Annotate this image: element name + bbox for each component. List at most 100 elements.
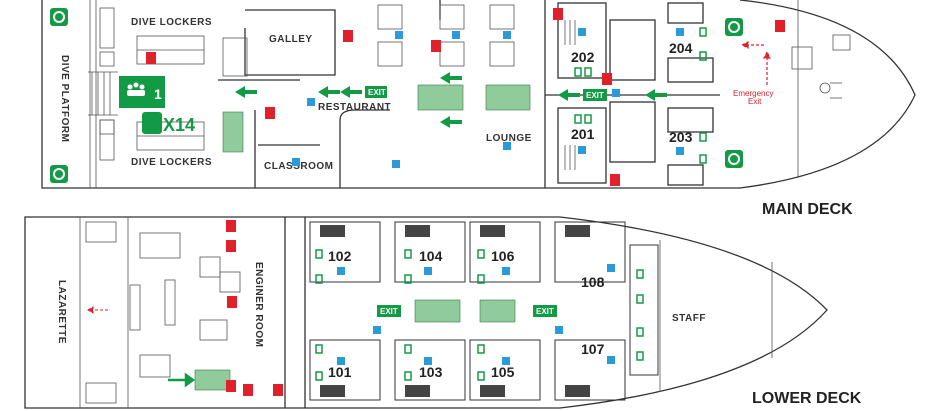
cabin-104: 104 — [419, 248, 443, 264]
cabin-105: 105 — [491, 364, 515, 380]
stairs-restaurant — [417, 84, 464, 111]
lower-deck-title: LOWER DECK — [752, 390, 862, 407]
emergency-exit-label-2: Exit — [748, 97, 762, 106]
info-icon — [676, 28, 684, 36]
stairs-lower-aft — [414, 299, 461, 323]
life-jacket-icon — [699, 132, 707, 142]
emergency-exit-arrow-icon — [740, 41, 771, 85]
info-icon — [607, 264, 615, 272]
classroom-label: CLASSROOM — [264, 161, 334, 172]
lower-deck-hull — [24, 216, 828, 409]
stairs-dive — [222, 111, 244, 153]
life-ring-icon-ring — [53, 168, 65, 180]
life-jacket-icon — [315, 274, 323, 284]
cabin-outline — [394, 221, 466, 283]
cabin-202-room — [557, 2, 607, 79]
life-jacket-icon — [315, 344, 323, 354]
fire-extinguisher-icon — [226, 380, 236, 392]
bunk-bed — [320, 385, 345, 397]
exit-arrow-icon — [645, 89, 667, 101]
staff-label: STAFF — [672, 313, 706, 324]
life-jacket-icon — [477, 274, 485, 284]
fire-extinguisher-icon — [602, 73, 612, 85]
cabin-outline — [554, 339, 626, 401]
life-jacket-icon — [574, 67, 582, 77]
fire-extinguisher-icon — [146, 52, 156, 64]
life-ring-icon — [725, 150, 743, 168]
main-deck-hull — [41, 0, 916, 189]
exit-label: EXIT — [368, 88, 386, 97]
engine-room-label: ENGINER ROOM — [253, 262, 264, 347]
cabin-101: 101 — [328, 364, 352, 380]
dive-lockers-top-label: DIVE LOCKERS — [131, 17, 212, 28]
life-jacket-icon — [315, 371, 323, 381]
cabin-201-room — [557, 107, 607, 184]
exit-arrow-icon — [168, 372, 196, 388]
exit-arrow-icon — [340, 86, 362, 98]
dining-table — [439, 4, 465, 30]
life-jacket-icon — [636, 351, 644, 361]
exit-label: EXIT — [586, 91, 604, 100]
main-deck-title: MAIN DECK — [762, 201, 853, 218]
stairs-engine-room — [194, 369, 231, 391]
exit-sign-lower-aft — [377, 305, 401, 317]
life-jacket-icon — [404, 274, 412, 284]
info-icon — [555, 326, 563, 334]
bunk-bed — [320, 225, 345, 237]
lower-deck: EXIT EXIT LAZARETTE ENGINER ROOM STAFF 1… — [24, 216, 862, 409]
info-icon — [373, 326, 381, 334]
info-icon — [578, 28, 586, 36]
life-ring-icon — [50, 8, 68, 26]
info-icon — [612, 89, 620, 97]
cabin-203-bed — [667, 107, 714, 133]
life-jacket-icon — [315, 249, 323, 259]
dive-platform-label: DIVE PLATFORM — [59, 55, 70, 142]
lazarette-label: LAZARETTE — [56, 280, 67, 344]
restaurant-tables — [377, 4, 515, 67]
info-icon — [503, 31, 511, 39]
cabin-107-108-beds — [629, 244, 659, 376]
fire-extinguisher-icon — [226, 220, 236, 232]
bunk-bed — [565, 225, 590, 237]
emergency-arrow-icon — [87, 306, 108, 314]
restaurant-label: RESTAURANT — [318, 102, 391, 113]
info-icon — [395, 31, 403, 39]
info-icon — [503, 142, 511, 150]
fire-extinguisher-icon — [775, 20, 785, 32]
emergency-exit-label: Emergency — [733, 89, 773, 98]
info-icon — [424, 357, 432, 365]
life-jacket-icon — [636, 294, 644, 304]
life-jacket-icon — [142, 112, 162, 134]
life-jacket-icon — [574, 114, 582, 124]
info-icon — [578, 146, 586, 154]
stairs-lower-fwd — [479, 299, 516, 323]
dining-table — [377, 41, 403, 67]
life-jacket-icon — [584, 67, 592, 77]
life-jacket-icon — [477, 249, 485, 259]
exit-label: EXIT — [380, 307, 398, 316]
info-icon — [452, 31, 460, 39]
dining-table — [377, 4, 403, 30]
cabin-outline — [469, 339, 541, 401]
galley-room — [244, 9, 336, 76]
fire-extinguisher-icon — [553, 8, 563, 20]
bunk-bed — [480, 385, 505, 397]
fire-extinguisher-icon — [265, 107, 275, 119]
life-jacket-icon — [699, 27, 707, 37]
fire-extinguisher-icon — [227, 296, 237, 308]
cabin-102: 102 — [328, 248, 352, 264]
cabin-103: 103 — [419, 364, 443, 380]
people-group-icon — [127, 82, 145, 96]
info-icon — [424, 267, 432, 275]
exit-sign-cabins — [583, 89, 607, 101]
info-icon — [502, 357, 510, 365]
bunk-bed — [480, 225, 505, 237]
life-jacket-icon — [477, 344, 485, 354]
info-icon — [307, 98, 315, 106]
dining-table — [489, 4, 515, 30]
cabin-outline — [309, 339, 381, 401]
fire-extinguisher-icon — [273, 384, 283, 396]
bunk-bed — [565, 385, 590, 397]
bunk-bed — [405, 225, 430, 237]
